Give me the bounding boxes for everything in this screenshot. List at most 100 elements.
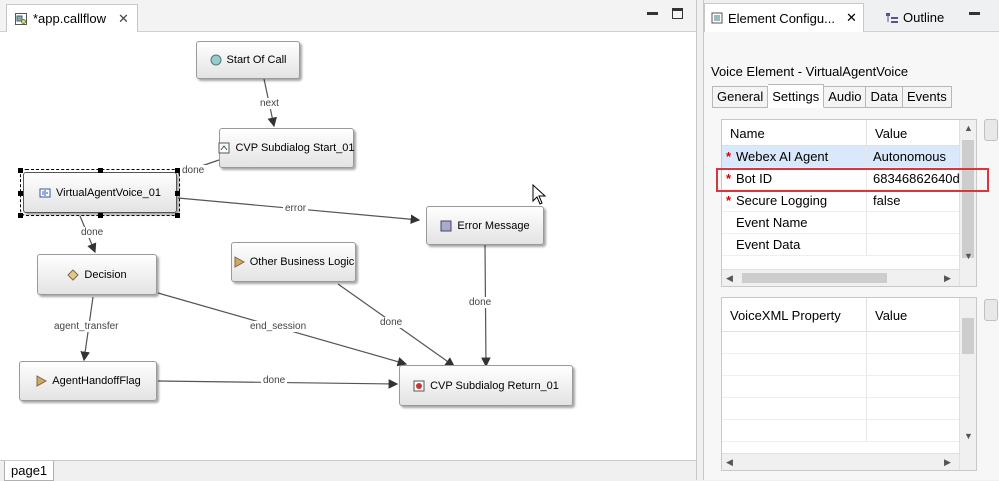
mouse-cursor-icon xyxy=(532,184,547,205)
tab-outline[interactable]: Outline xyxy=(880,3,950,32)
outline-icon xyxy=(886,12,898,23)
subtab-events[interactable]: Events xyxy=(902,86,952,108)
selection-handle[interactable] xyxy=(175,191,180,196)
edge-label-next: next xyxy=(258,98,281,109)
node-subdialog-return[interactable]: CVP Subdialog Return_01 xyxy=(399,365,573,406)
node-agent-handoff-flag[interactable]: AgentHandoffFlag xyxy=(19,361,157,401)
edge-label-done: done xyxy=(79,227,106,238)
vertical-scrollbar[interactable]: ▼ xyxy=(959,298,976,470)
selection-handle[interactable] xyxy=(18,191,23,196)
edge-label-agent-transfer: agent_transfer xyxy=(52,321,121,332)
page-tab[interactable]: page1 xyxy=(4,461,55,481)
subdialog-return-icon xyxy=(413,380,425,391)
vertical-scrollbar[interactable]: ▲ ▼ xyxy=(959,120,976,286)
settings-table: Name Value *Webex AI Agent Autonomous *B… xyxy=(721,119,977,287)
edge-label-done: done xyxy=(467,297,494,308)
required-marker: * xyxy=(726,193,732,208)
horizontal-scrollbar[interactable]: ◀ ▶ xyxy=(722,269,959,286)
setting-value[interactable]: 68346862640d xyxy=(873,171,960,186)
node-label: AgentHandoffFlag xyxy=(52,375,141,387)
setting-name: Event Data xyxy=(736,237,801,252)
setting-value[interactable] xyxy=(867,212,960,233)
node-label: Start Of Call xyxy=(226,54,287,66)
setting-value[interactable]: Autonomous xyxy=(873,149,946,164)
table-row[interactable]: Event Data xyxy=(722,234,960,256)
selection-handle[interactable] xyxy=(175,168,180,173)
node-error-message[interactable]: Error Message xyxy=(426,206,544,245)
column-header-value[interactable]: Value xyxy=(875,126,908,141)
decision-icon xyxy=(67,268,80,281)
tab-label: Outline xyxy=(903,10,945,25)
table-row[interactable] xyxy=(722,398,960,420)
close-icon[interactable]: ✕ xyxy=(118,10,129,26)
edge-label-done: done xyxy=(378,317,405,328)
settings-table-header: Name Value xyxy=(722,120,960,146)
side-action-button[interactable] xyxy=(984,299,998,321)
scroll-right-icon[interactable]: ▶ xyxy=(944,457,951,467)
element-title: Voice Element - VirtualAgentVoice xyxy=(711,64,909,79)
scroll-down-icon[interactable]: ▼ xyxy=(964,251,973,261)
scroll-right-icon[interactable]: ▶ xyxy=(944,273,951,283)
edge-label-error: error xyxy=(283,203,309,214)
minimize-icon[interactable] xyxy=(647,8,658,19)
subtab-settings[interactable]: Settings xyxy=(768,84,825,108)
scroll-left-icon[interactable]: ◀ xyxy=(726,273,733,283)
table-row[interactable]: *Secure Logging false xyxy=(722,190,960,212)
table-row[interactable] xyxy=(722,354,960,376)
scroll-down-icon[interactable]: ▼ xyxy=(964,431,973,441)
node-subdialog-start[interactable]: CVP Subdialog Start_01 xyxy=(218,128,355,168)
node-label: VirtualAgentVoice_01 xyxy=(56,186,161,199)
required-marker: * xyxy=(726,149,732,164)
node-label: Error Message xyxy=(457,219,530,232)
horizontal-scrollbar[interactable]: ◀ ▶ xyxy=(722,453,959,470)
setting-value[interactable] xyxy=(867,234,960,255)
table-row[interactable]: *Webex AI Agent Autonomous xyxy=(722,146,960,168)
column-header-name[interactable]: Name xyxy=(722,120,867,145)
node-other-business-logic[interactable]: Other Business Logic xyxy=(231,242,356,282)
voice-element-icon xyxy=(39,188,51,197)
minimize-icon[interactable] xyxy=(969,8,980,19)
subtab-audio[interactable]: Audio xyxy=(824,86,867,108)
scrollbar-thumb[interactable] xyxy=(742,273,887,283)
node-label: CVP Subdialog Return_01 xyxy=(430,379,559,392)
maximize-icon[interactable] xyxy=(672,8,683,19)
table-row[interactable] xyxy=(722,332,960,354)
callflow-file-icon xyxy=(15,12,27,25)
table-row[interactable] xyxy=(722,376,960,398)
table-row[interactable]: Event Name xyxy=(722,212,960,234)
editor-tab-bar: *app.callflow ✕ xyxy=(0,0,696,32)
scrollbar-thumb[interactable] xyxy=(962,318,974,354)
selection-handle[interactable] xyxy=(98,168,103,173)
scroll-up-icon[interactable]: ▲ xyxy=(964,123,973,133)
page-tab-bar: page1 xyxy=(0,460,696,481)
selection-handle[interactable] xyxy=(18,213,23,218)
close-icon[interactable]: ✕ xyxy=(845,10,857,25)
table-row[interactable]: *Bot ID 68346862640d xyxy=(722,168,960,190)
selection-handle[interactable] xyxy=(175,213,180,218)
node-virtual-agent-voice[interactable]: VirtualAgentVoice_01 xyxy=(20,169,180,216)
action-icon xyxy=(234,256,245,268)
voicexml-table-header: VoiceXML Property Value xyxy=(722,298,960,332)
column-header-voicexml-property[interactable]: VoiceXML Property xyxy=(722,298,867,331)
settings-subtabs: General Settings Audio Data Events xyxy=(712,84,952,108)
node-label: Other Business Logic xyxy=(249,256,355,268)
scroll-left-icon[interactable]: ◀ xyxy=(726,457,733,467)
subtab-general[interactable]: General xyxy=(712,86,769,108)
tab-element-configuration[interactable]: Element Configu... ✕ xyxy=(704,3,864,32)
edge-label-done: done xyxy=(261,375,288,386)
selection-handle[interactable] xyxy=(98,213,103,218)
setting-value[interactable]: false xyxy=(873,193,901,208)
column-header-value[interactable]: Value xyxy=(875,308,908,323)
side-action-button[interactable] xyxy=(984,119,998,141)
node-start-of-call[interactable]: Start Of Call xyxy=(196,41,300,79)
editor-tab[interactable]: *app.callflow ✕ xyxy=(6,4,138,32)
required-marker: * xyxy=(726,171,732,186)
bot-id-highlight-box xyxy=(716,168,989,192)
panel-tab-bar: Element Configu... ✕ Outline xyxy=(704,0,999,32)
callflow-canvas[interactable]: next done error done agent_transfer end_… xyxy=(6,34,694,460)
node-decision[interactable]: Decision xyxy=(37,254,157,295)
subtab-data[interactable]: Data xyxy=(866,86,903,108)
scrollbar-thumb[interactable] xyxy=(962,140,974,258)
selection-handle[interactable] xyxy=(18,168,23,173)
table-row[interactable] xyxy=(722,420,960,442)
